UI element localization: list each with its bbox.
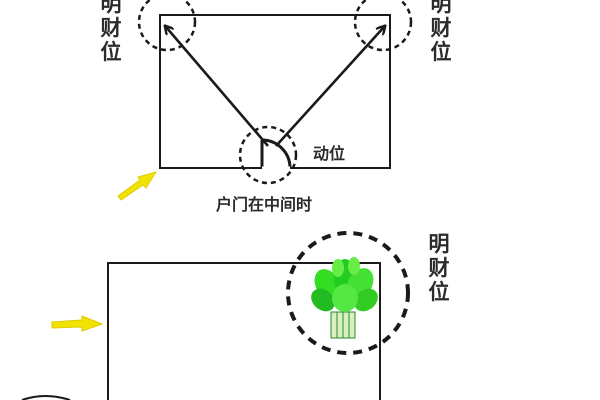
plant-icon <box>311 257 378 339</box>
top-room-outline <box>159 14 391 169</box>
bottom-wealth-zone <box>286 231 410 355</box>
top-left-wealth-label: 明财位 <box>100 0 122 64</box>
top-room <box>117 0 413 201</box>
bottom-room-outline <box>107 262 381 400</box>
bottom-wealth-label: 明财位 <box>428 232 450 304</box>
top-diagram-caption: 户门在中间时 <box>216 195 313 214</box>
arrow-to-top-right <box>275 27 384 147</box>
arrow-to-top-left <box>166 27 269 147</box>
partial-round-object <box>21 395 71 400</box>
top-left-wealth-zone <box>137 0 197 52</box>
entrance-arrow-icon <box>117 171 158 201</box>
door-active-zone <box>238 125 298 185</box>
top-right-wealth-zone <box>353 0 413 52</box>
top-right-wealth-label: 明财位 <box>430 0 452 64</box>
bottom-room <box>21 231 410 400</box>
entrance-arrow-icon <box>51 315 104 332</box>
door-swing-arc <box>261 138 292 169</box>
door-active-label: 动位 <box>313 144 346 163</box>
